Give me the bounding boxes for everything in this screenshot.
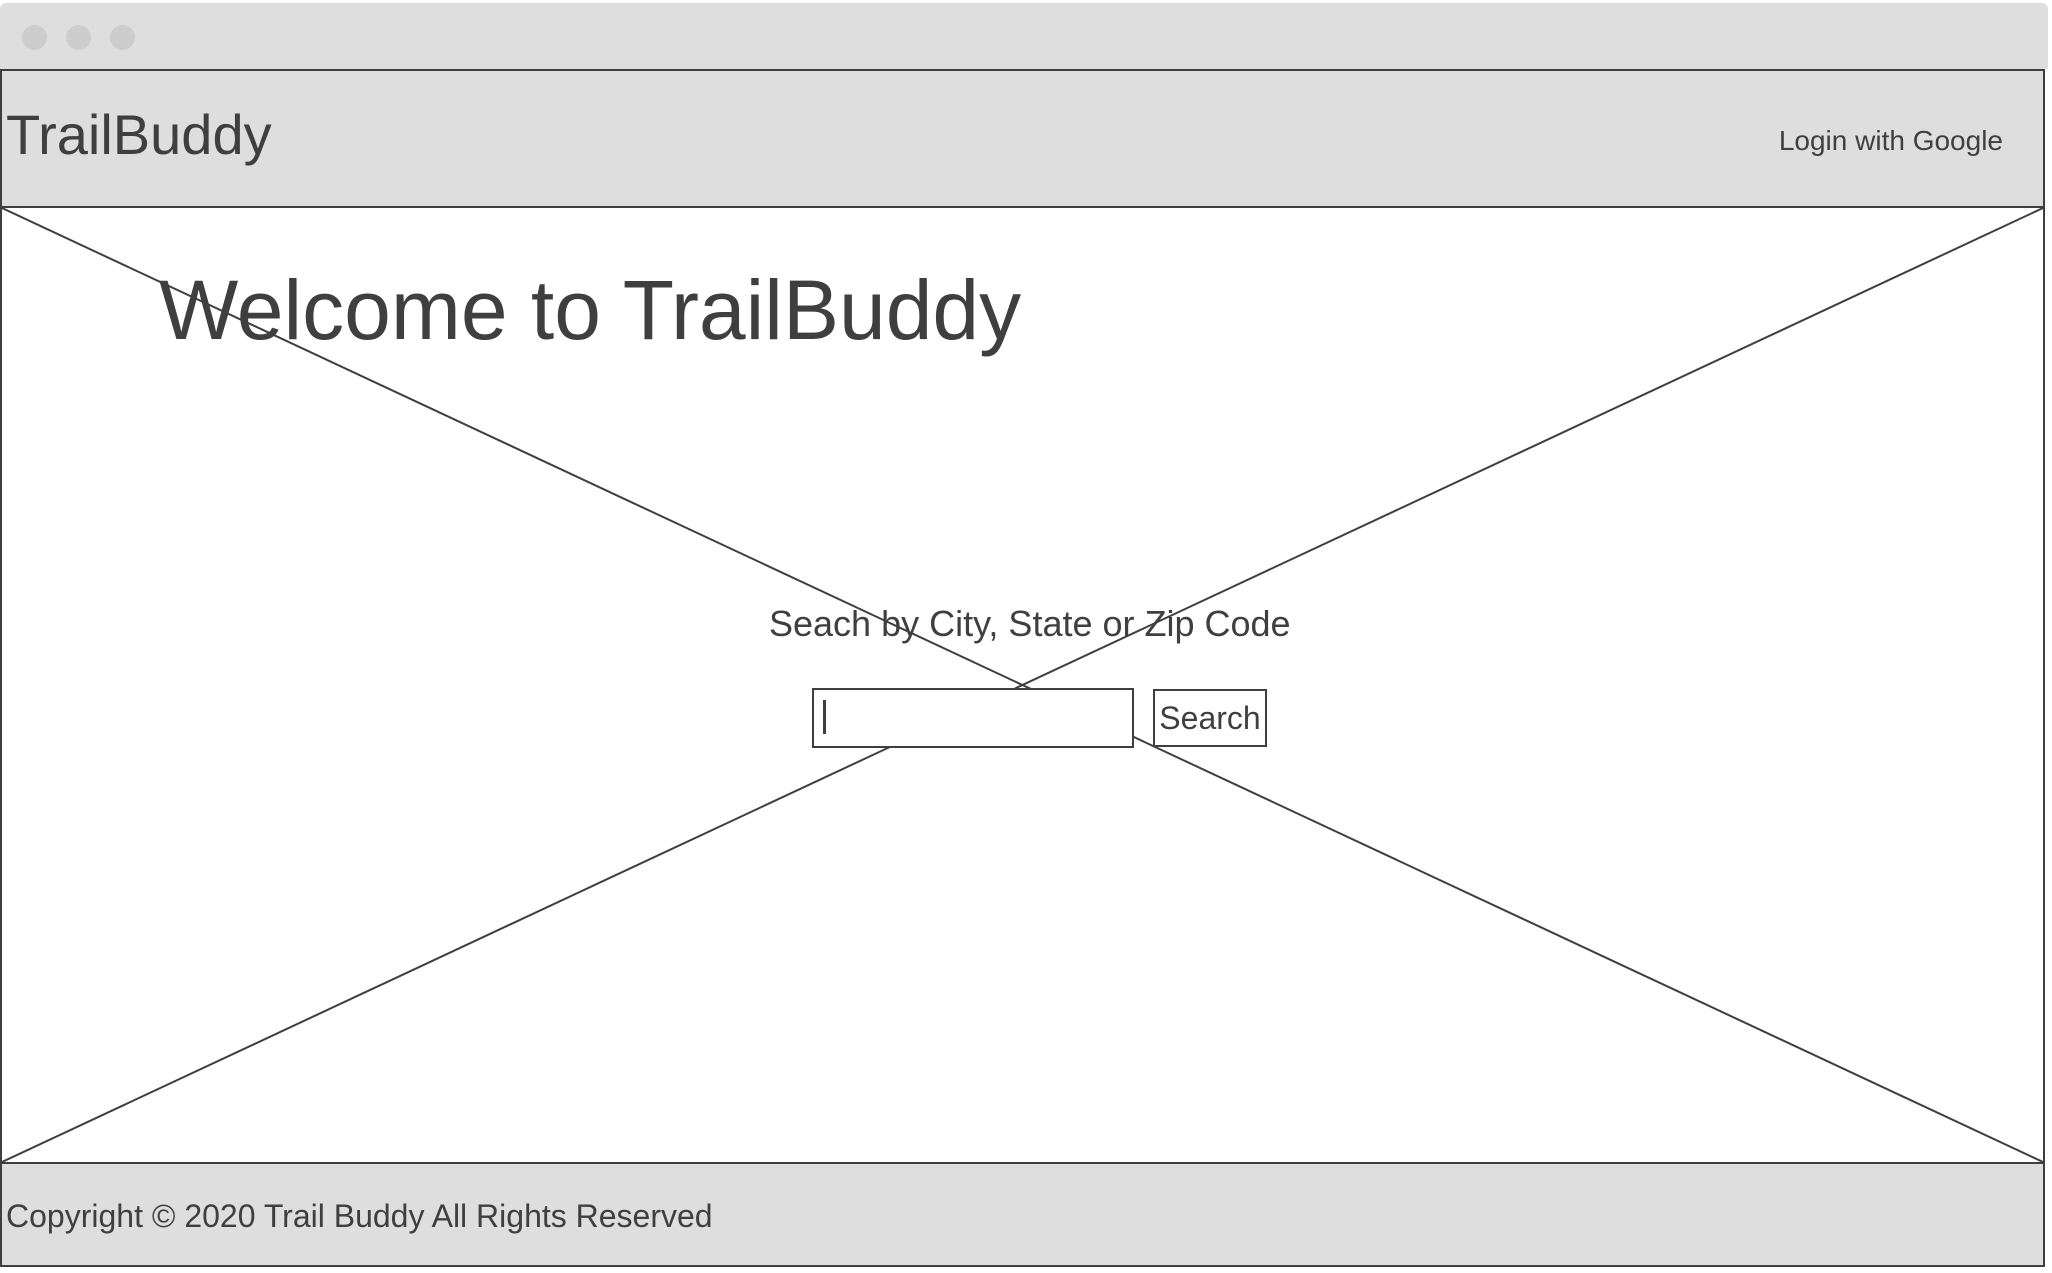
window-maximize-dot[interactable] — [110, 25, 135, 50]
site-header: TrailBuddy Login with Google — [2, 71, 2043, 208]
window-titlebar — [0, 3, 2048, 69]
site-footer: Copyright © 2020 Trail Buddy All Rights … — [2, 1162, 2043, 1265]
hero-section: Welcome to TrailBuddy Seach by City, Sta… — [2, 208, 2043, 1162]
page-title: Welcome to TrailBuddy — [159, 263, 1022, 357]
window-minimize-dot[interactable] — [66, 25, 91, 50]
search-button[interactable]: Search — [1153, 689, 1267, 747]
search-input[interactable] — [812, 688, 1134, 748]
login-with-google-link[interactable]: Login with Google — [1778, 125, 2003, 156]
image-placeholder-icon — [2, 208, 2043, 1162]
brand-logo-link[interactable]: TrailBuddy — [6, 103, 272, 166]
page-frame: TrailBuddy Login with Google Welcome to … — [0, 69, 2045, 1267]
copyright-text: Copyright © 2020 Trail Buddy All Rights … — [6, 1198, 713, 1234]
placeholder-diagonal-2 — [2, 208, 2043, 1162]
search-label: Seach by City, State or Zip Code — [769, 603, 1291, 644]
window-close-dot[interactable] — [22, 25, 47, 50]
